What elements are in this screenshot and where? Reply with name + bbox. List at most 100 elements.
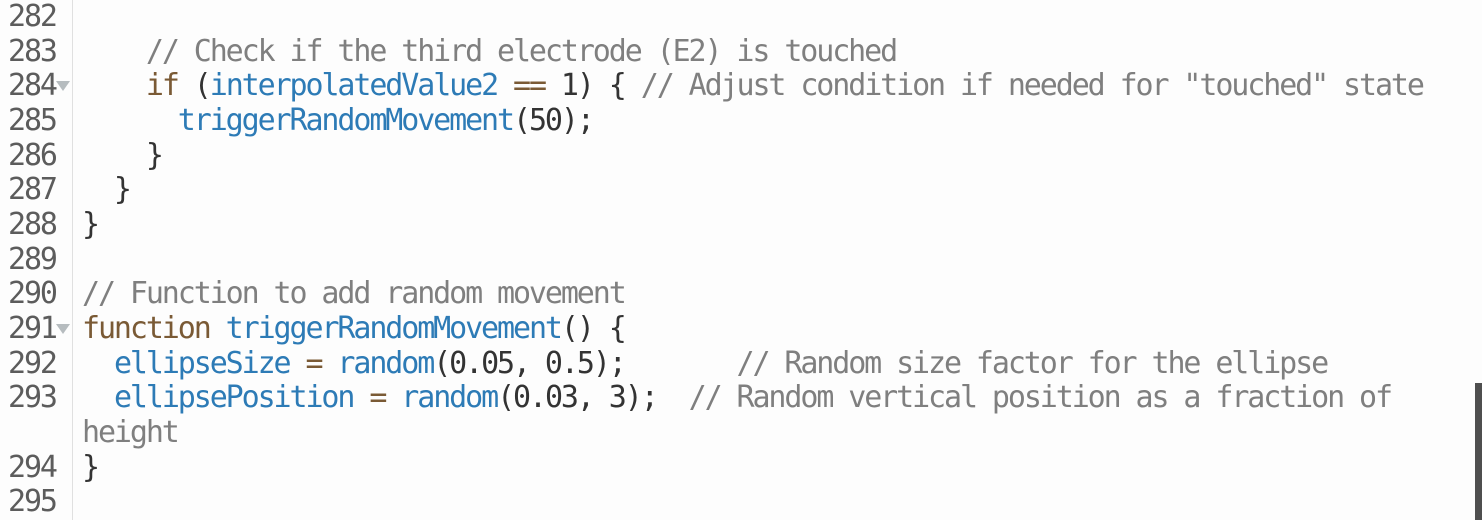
code-line-row: 284 if (interpolatedValue2 == 1) { // Ad…	[0, 68, 1482, 104]
gutter: 294	[0, 449, 73, 486]
line-number[interactable]: 292	[8, 345, 58, 381]
code-line-row: 285 triggerRandomMovement(50);	[0, 102, 1482, 139]
gutter: 291	[0, 310, 73, 347]
code-token-plain: }	[82, 207, 100, 242]
gutter: 284	[0, 68, 73, 104]
line-number[interactable]: 287	[8, 172, 58, 208]
gutter: 286	[0, 137, 73, 174]
code-token-operator: ==	[513, 69, 547, 104]
line-number[interactable]: 283	[8, 33, 58, 69]
code-line-row: 289	[0, 241, 1482, 278]
code-token-plain: (50);	[512, 103, 595, 138]
code-line[interactable]: // Check if the third electrode (E2) is …	[73, 35, 1482, 70]
code-token-variable: random	[337, 346, 435, 381]
code-token-plain	[82, 69, 146, 103]
gutter: 282	[0, 0, 73, 35]
code-token-keyword: if	[145, 69, 180, 104]
gutter: 295	[0, 484, 73, 520]
code-line-row: 287 }	[0, 172, 1482, 208]
line-number[interactable]: 282	[8, 0, 58, 34]
code-line[interactable]: height	[73, 416, 1482, 451]
line-number[interactable]: 295	[8, 484, 58, 520]
code-line[interactable]	[73, 243, 1482, 278]
vertical-scrollbar-thumb[interactable]	[1475, 383, 1482, 520]
code-line-row-wrapped: height	[0, 415, 1482, 451]
gutter: 285	[0, 102, 73, 139]
line-number[interactable]: 286	[8, 137, 58, 173]
code-line-row: 291 function triggerRandomMovement() {	[0, 310, 1482, 347]
code-token-operator: =	[369, 381, 387, 416]
code-line[interactable]: if (interpolatedValue2 == 1) { // Adjust…	[73, 69, 1482, 104]
code-token-variable: interpolatedValue2	[209, 69, 499, 104]
code-token-comment: // Function to add random movement	[82, 277, 627, 312]
code-line-row: 282	[0, 0, 1482, 35]
code-token-variable: random	[401, 381, 499, 416]
gutter: 290	[0, 276, 73, 312]
line-number[interactable]: 294	[8, 449, 58, 485]
code-token-plain	[82, 347, 114, 381]
line-number[interactable]: 289	[8, 241, 58, 277]
gutter: 293	[0, 380, 73, 416]
code-token-comment: height	[82, 415, 180, 450]
code-line[interactable]: }	[73, 451, 1482, 486]
code-line-row: 292 ellipseSize = random(0.05, 0.5); // …	[0, 345, 1482, 382]
code-token-plain	[82, 104, 178, 138]
code-line[interactable]: }	[73, 139, 1482, 174]
code-token-keyword: function	[82, 311, 212, 346]
code-line-row: 290 // Function to add random movement	[0, 276, 1482, 312]
gutter: 288	[0, 206, 73, 243]
code-token-plain	[625, 347, 737, 381]
code-token-plain	[497, 69, 513, 103]
code-line-row: 294}	[0, 449, 1482, 486]
code-token-plain	[321, 347, 337, 381]
gutter: 292	[0, 345, 73, 382]
gutter: 289	[0, 241, 73, 278]
code-token-variable: triggerRandomMovement	[225, 311, 563, 346]
line-number[interactable]: 284	[8, 68, 58, 104]
code-line[interactable]: triggerRandomMovement(50);	[73, 104, 1482, 139]
code-line-row: 286 }	[0, 137, 1482, 174]
code-token-comment: // Adjust condition if needed for "touch…	[640, 69, 1425, 104]
code-token-plain	[657, 381, 689, 415]
code-line[interactable]: }	[73, 208, 1482, 243]
fold-arrow-icon[interactable]	[56, 323, 70, 334]
fold-arrow-icon[interactable]	[56, 81, 70, 92]
code-line-row: 293 ellipsePosition = random(0.03, 3); /…	[0, 380, 1482, 416]
line-number[interactable]: 290	[8, 276, 58, 312]
code-token-variable: ellipsePosition	[113, 381, 356, 416]
code-line[interactable]: ellipseSize = random(0.05, 0.5); // Rand…	[73, 347, 1482, 382]
code-line[interactable]: }	[73, 173, 1482, 208]
code-line[interactable]: function triggerRandomMovement() {	[73, 312, 1482, 347]
gutter	[0, 415, 73, 451]
code-token-plain: (0.03, 3);	[497, 381, 659, 416]
code-token-variable: triggerRandomMovement	[177, 103, 515, 138]
code-line[interactable]: // Function to add random movement	[73, 277, 1482, 312]
code-token-plain	[82, 381, 114, 415]
line-number[interactable]: 293	[8, 380, 58, 416]
code-token-plain: () {	[560, 311, 627, 346]
code-token-plain	[82, 35, 146, 69]
code-token-comment: // Check if the third electrode (E2) is …	[145, 34, 898, 69]
code-token-plain	[290, 347, 306, 381]
line-number[interactable]: 291	[8, 310, 58, 346]
line-number[interactable]: 288	[8, 206, 58, 242]
code-token-comment: // Random vertical position as a fractio…	[688, 381, 1393, 416]
line-number[interactable]: 285	[8, 102, 58, 138]
gutter: 283	[0, 33, 73, 70]
code-line[interactable]: ellipsePosition = random(0.03, 3); // Ra…	[73, 381, 1482, 416]
code-token-plain: (	[177, 69, 212, 104]
code-token-comment: // Random size factor for the ellipse	[736, 346, 1329, 381]
code-token-plain: }	[82, 450, 100, 485]
code-line[interactable]	[73, 485, 1482, 520]
code-line[interactable]	[73, 0, 1482, 35]
code-line-row: 283 // Check if the third electrode (E2)…	[0, 33, 1482, 70]
code-token-plain: }	[82, 173, 132, 208]
code-token-plain	[385, 381, 401, 415]
code-token-operator: =	[305, 346, 323, 381]
code-token-plain	[210, 312, 226, 346]
code-token-variable: ellipseSize	[113, 346, 292, 381]
code-line-row: 288}	[0, 206, 1482, 243]
code-token-plain: }	[82, 138, 164, 173]
